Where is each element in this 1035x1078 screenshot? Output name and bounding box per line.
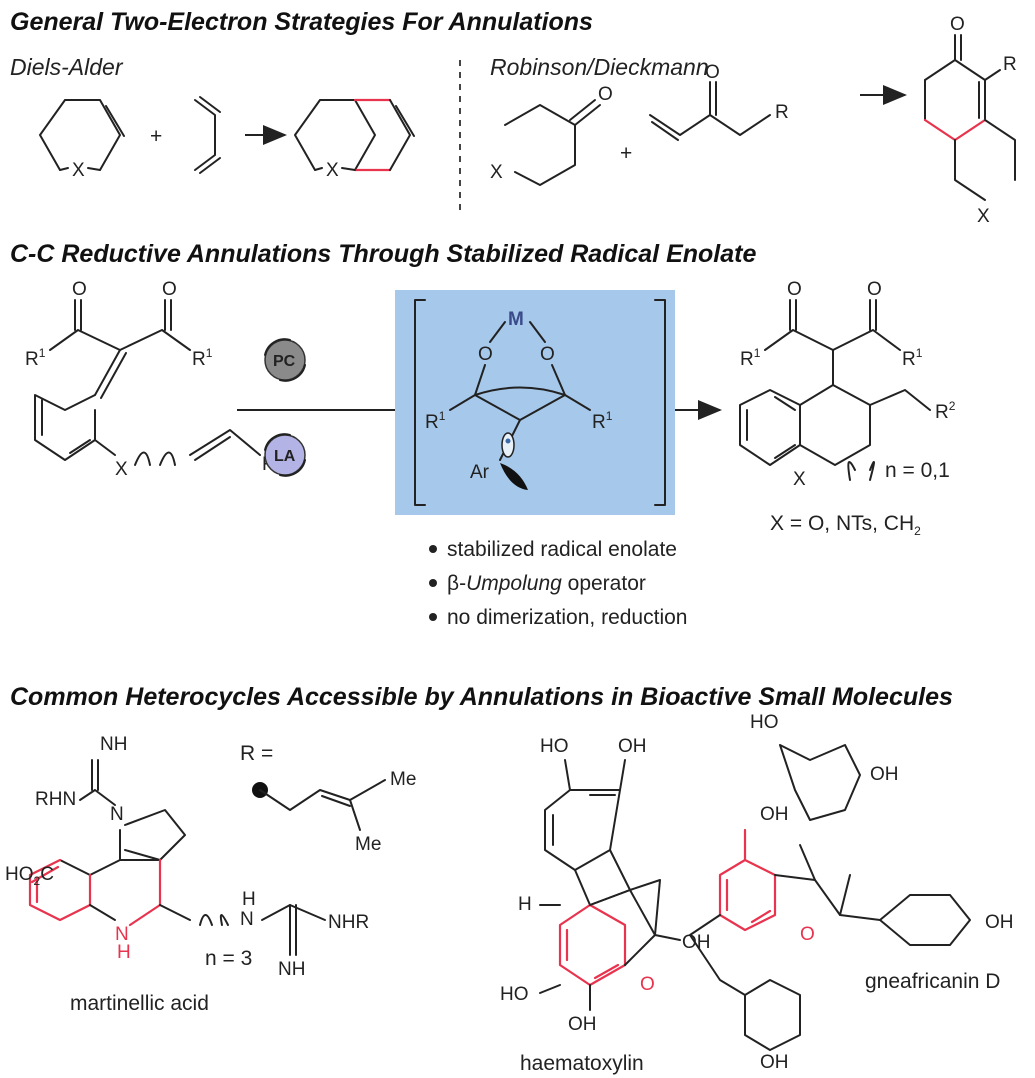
plus-sign: + [620,142,632,165]
robinson-product: O R X [923,14,1017,227]
atom-r: R [775,102,789,123]
cyclohexanone-structure: X O [490,84,613,186]
atom-r1: R1 [425,409,446,433]
atom-r1: R1 [25,346,46,370]
atom-h: H [117,942,131,963]
atom-metal: M [508,309,524,330]
methyl-label: Me [355,834,381,855]
chain-length-label: n = 3 [205,947,252,970]
r-group-definition: R = [240,742,273,765]
section-heading-reductive-annulation: C-C Reductive Annulations Through Stabil… [10,240,756,268]
atom-r1: R1 [902,346,923,370]
molecule-name: gneafricanin D [865,970,1000,993]
diels-alder-product: X [294,98,415,181]
atom-o: O [867,279,882,300]
plus-sign: + [150,125,162,148]
lewis-acid-badge: LA [264,433,306,477]
atom-r1: R1 [192,346,213,370]
radical-enolate-intermediate: O M O R1 R1 Ar [425,309,613,490]
atom-o: O [540,344,555,365]
atom-label: RHN [35,789,76,810]
butadiene-structure [194,96,221,174]
pc-label: PC [273,353,296,370]
atom-o: O [787,279,802,300]
x-scope-label: X = O, NTs, CH2 [770,512,921,538]
atom-ar: Ar [470,462,490,483]
haematoxylin-structure: HO OH H OH HO O OH haematoxylin [500,736,711,1075]
atom-o: O [800,924,815,945]
ring-size-label: n = 0,1 [885,459,950,482]
atom-label: H [518,894,532,915]
feature-bullets: stabilized radical enolate β-Umpolung op… [429,538,687,629]
atom-label: HO [540,736,569,757]
section-heading-bioactive-molecules: Common Heterocycles Accessible by Annula… [10,683,953,711]
reaction-name-robinson-dieckmann: Robinson/Dieckmann [490,54,709,80]
atom-label: OH [568,1014,597,1035]
atom-label: N [110,804,124,825]
atom-nh: N [115,924,129,945]
atom-r1: R1 [592,409,613,433]
atom-x: X [115,459,128,480]
intermediate-box [395,290,675,515]
acid-label: HO2C [5,864,54,888]
bullet-text: stabilized radical enolate [447,538,677,561]
bullet-text: no dimerization, reduction [447,606,687,629]
atom-label: NH [100,734,127,755]
atom-o: O [72,279,87,300]
atom-label: OH [760,804,789,825]
right-bracket [654,299,666,506]
radical-dot [505,438,511,444]
bullet-text: β-Umpolung operator [447,572,646,595]
atom-label: OH [682,932,711,953]
left-bracket [414,299,426,506]
atom-r2: R2 [935,399,956,423]
p-orbital-lower [500,463,528,490]
gneafricanin-d-structure: HO OH OH O OH OH gneafricanin D [689,712,1014,1073]
atom-o: O [162,279,177,300]
section-heading-two-electron: General Two-Electron Strategies For Annu… [10,8,593,36]
atom-o: O [598,84,613,105]
atom-label: OH [985,912,1014,933]
atom-x: X [977,206,990,227]
atom-r1: R1 [740,346,761,370]
atom-label: OH [618,736,647,757]
atom-x: X [490,162,503,183]
atom-label: N [240,909,254,930]
atom-label: NH [278,959,305,980]
p-orbital-upper [501,432,515,458]
atom-r: R [1003,54,1017,75]
reaction-name-diels-alder: Diels-Alder [10,54,124,80]
annulation-product: O O R1 R1 R2 X n = 0,1 X = O, NTs, CH2 [739,279,956,538]
methyl-label: Me [390,769,416,790]
photocatalyst-badge: PC [264,338,306,382]
atom-x: X [793,469,806,490]
atom-o: O [950,14,965,35]
molecule-name: martinellic acid [70,992,209,1015]
atom-x: X [72,160,85,181]
atom-x: X [326,160,339,181]
martinellic-acid-structure: NH RHN N HO2C N H N H NHR NH n = 3 R = M… [5,734,416,1015]
dienophile-structure: X [39,99,125,181]
atom-o: O [478,344,493,365]
atom-label: H [242,889,256,910]
atom-label: HO [500,984,529,1005]
substrate-structure: O O R1 R1 X R2 [25,279,283,480]
atom-o: O [640,974,655,995]
atom-label: NHR [328,912,369,933]
atom-o: O [705,62,720,83]
vinyl-ketone-structure: O R [649,62,789,141]
atom-label: OH [760,1052,789,1073]
molecule-name: haematoxylin [520,1052,644,1075]
la-label: LA [274,448,296,465]
atom-label: HO [750,712,779,733]
atom-label: OH [870,764,899,785]
